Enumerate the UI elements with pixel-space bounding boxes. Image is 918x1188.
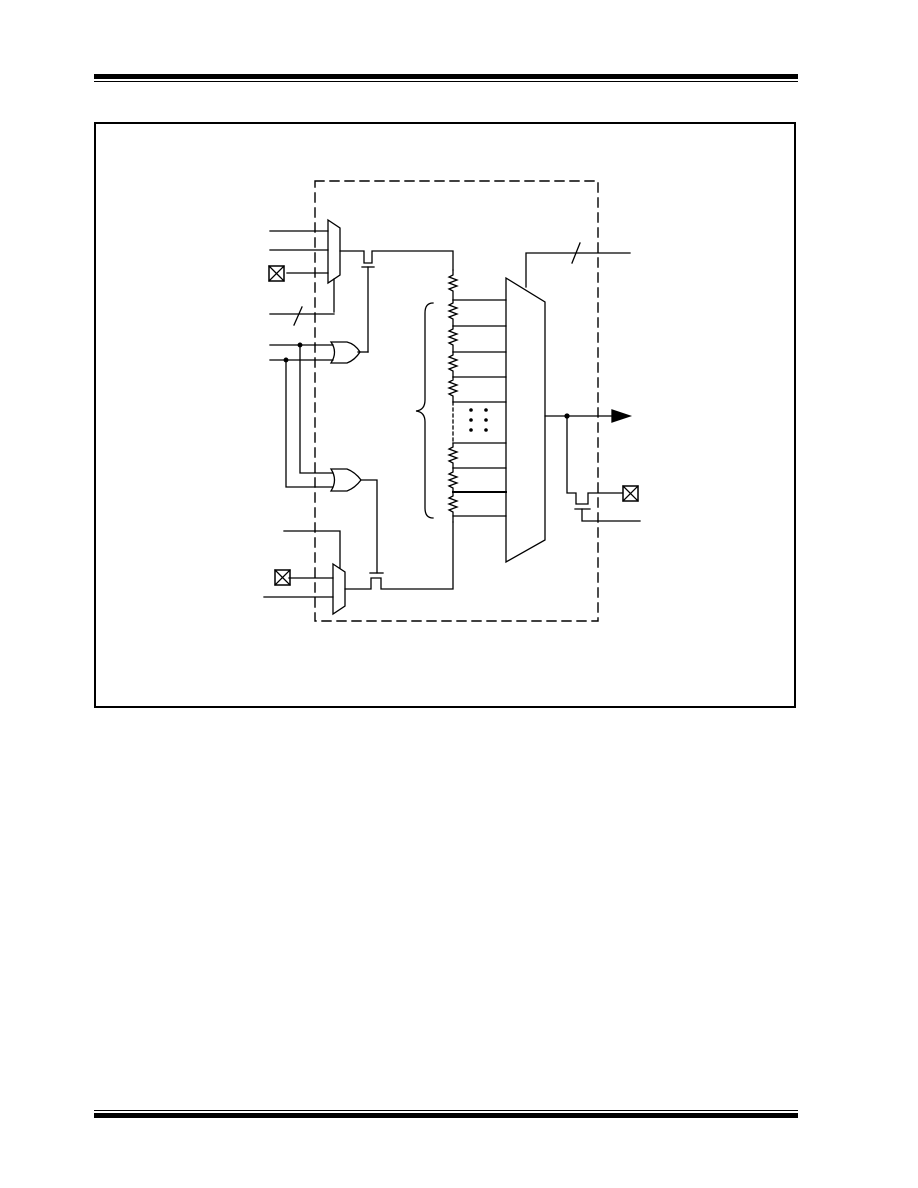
bus-slash: [293, 306, 303, 326]
mux-select-bus: [525, 252, 631, 288]
resistor-icon: [447, 351, 459, 378]
header-rule-thin: [94, 81, 798, 82]
footer-rule-thick: [94, 1113, 798, 1118]
resistor-icon: [447, 325, 459, 353]
resistor-icon: [447, 442, 459, 469]
pin-box-icon: [274, 569, 291, 586]
figure-frame: [94, 122, 796, 708]
module-boundary: [314, 180, 599, 622]
resistor-icon: [447, 299, 459, 327]
or-gate-icon: [329, 341, 361, 364]
lower-or-input-2: [285, 359, 334, 488]
footer-rule-thin: [94, 1110, 798, 1111]
top-mux: [327, 218, 341, 285]
resistor-icon: [447, 491, 459, 523]
output-switch-path: [566, 415, 623, 505]
lower-or-output: [360, 479, 378, 574]
analog-mux: [505, 276, 546, 564]
pin-box-icon: [268, 265, 285, 282]
lower-or-input-1: [299, 344, 334, 474]
resistor-icon: [447, 467, 459, 493]
bus-slash: [571, 242, 581, 264]
output-arrow-icon: [611, 409, 633, 423]
header-rule-thick: [94, 74, 798, 79]
or-gate-icon: [329, 468, 362, 492]
ellipsis-dots: [469, 408, 488, 432]
bottom-mux-input-1: [283, 530, 341, 569]
bottom-mux: [332, 562, 346, 616]
brace: [415, 302, 434, 519]
bottom-mux-output: [344, 521, 454, 590]
resistor-icon: [447, 376, 459, 403]
top-mux-output: [339, 250, 454, 271]
resistor-icon: [447, 269, 459, 301]
pin-box-icon: [622, 485, 639, 502]
output-switch-control: [581, 508, 641, 522]
